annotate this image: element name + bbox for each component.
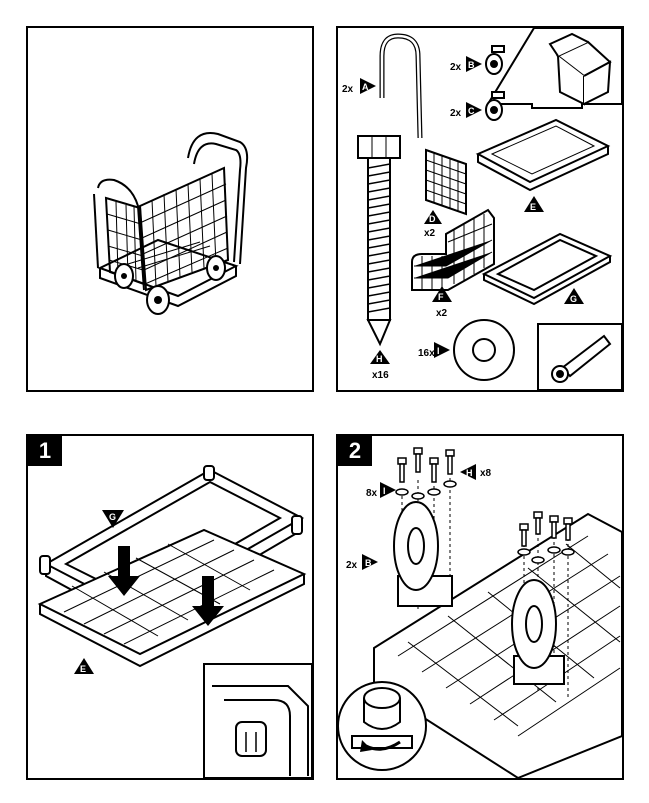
part-i-letter: I: [437, 346, 440, 356]
step-2-i-marker: [380, 482, 396, 498]
part-b-letter: B: [468, 60, 475, 70]
box-icon: [486, 28, 622, 109]
step-1-panel: 1 G E: [26, 434, 314, 780]
handle-a-icon: [379, 33, 423, 139]
part-g-letter: G: [570, 294, 577, 304]
wrench-icon: [551, 334, 612, 383]
washer-i-icon: [453, 319, 515, 381]
caster-b-drawing: [393, 501, 565, 685]
part-c-qty: 2x: [450, 108, 462, 119]
part-h-marker: [370, 350, 390, 364]
parts-list-illustration: 2x A 2x B 2x C: [342, 28, 622, 390]
assembled-cart-panel: [26, 26, 314, 392]
step-2-detail-inset: [338, 681, 427, 771]
part-d-marker: [424, 210, 442, 224]
parts-list-panel: 2x A 2x B 2x C: [336, 26, 624, 392]
part-d-letter: D: [429, 214, 436, 224]
part-b-marker: [466, 56, 482, 72]
part-i-marker: [434, 342, 450, 358]
grid-f-icon: [411, 208, 495, 291]
part-c-letter: C: [468, 106, 475, 116]
step-1-detail-inset: [203, 663, 312, 778]
step-2-i-qty: 8x: [366, 488, 378, 499]
bolt-h-icon: [357, 135, 401, 347]
part-i-qty: 16x: [418, 348, 435, 359]
base-e-drawing: [37, 528, 307, 668]
step-2-h-letter: H: [466, 468, 473, 478]
washer-i-drawing: [395, 480, 575, 564]
step-1-g-marker: [102, 510, 124, 528]
part-f-marker: [432, 286, 452, 302]
step-2-h-marker: [460, 464, 476, 480]
base-e-icon: [475, 118, 611, 192]
part-e-marker: [524, 196, 544, 212]
rotate-arrow-icon: [360, 740, 401, 752]
assembled-cart-illustration: [93, 132, 249, 315]
caster-b-icon: [485, 45, 505, 75]
step-2-b-qty: 2x: [346, 560, 358, 571]
step-2-b-marker: [362, 554, 378, 570]
step-2-i-letter: I: [383, 486, 386, 496]
frame-g-icon: [481, 232, 613, 306]
caster-c-icon: [485, 91, 505, 121]
step-1-illustration: G E: [37, 465, 312, 778]
part-c-marker: [466, 102, 482, 118]
step-1-g-letter: G: [109, 512, 116, 522]
part-e-letter: E: [530, 202, 536, 212]
part-b-qty: 2x: [450, 62, 462, 73]
step-1-e-letter: E: [80, 664, 86, 674]
part-a-marker: [360, 78, 376, 94]
step-2-h-qty: x8: [480, 468, 492, 479]
step-2-illustration: 2x B 8x I H x8: [338, 447, 622, 778]
part-f-letter: F: [438, 292, 444, 302]
down-arrow-icon: [108, 546, 224, 626]
step-2-panel: 2: [336, 434, 624, 780]
part-h-letter: H: [376, 354, 383, 364]
grid-d-icon: [425, 148, 467, 216]
part-f-qty: x2: [436, 308, 448, 319]
open-box-icon: [548, 32, 612, 106]
step-1-e-marker: [74, 658, 94, 674]
part-d-qty: x2: [424, 228, 436, 239]
part-g-marker: [564, 288, 584, 304]
step-1-number: 1: [28, 436, 62, 466]
part-a-qty: 2x: [342, 84, 354, 95]
screw-h-icon: [397, 447, 573, 547]
part-h-qty: x16: [372, 370, 389, 381]
step-2-number: 2: [338, 436, 372, 466]
part-a-letter: A: [362, 82, 369, 92]
step-2-b-letter: B: [365, 558, 372, 568]
